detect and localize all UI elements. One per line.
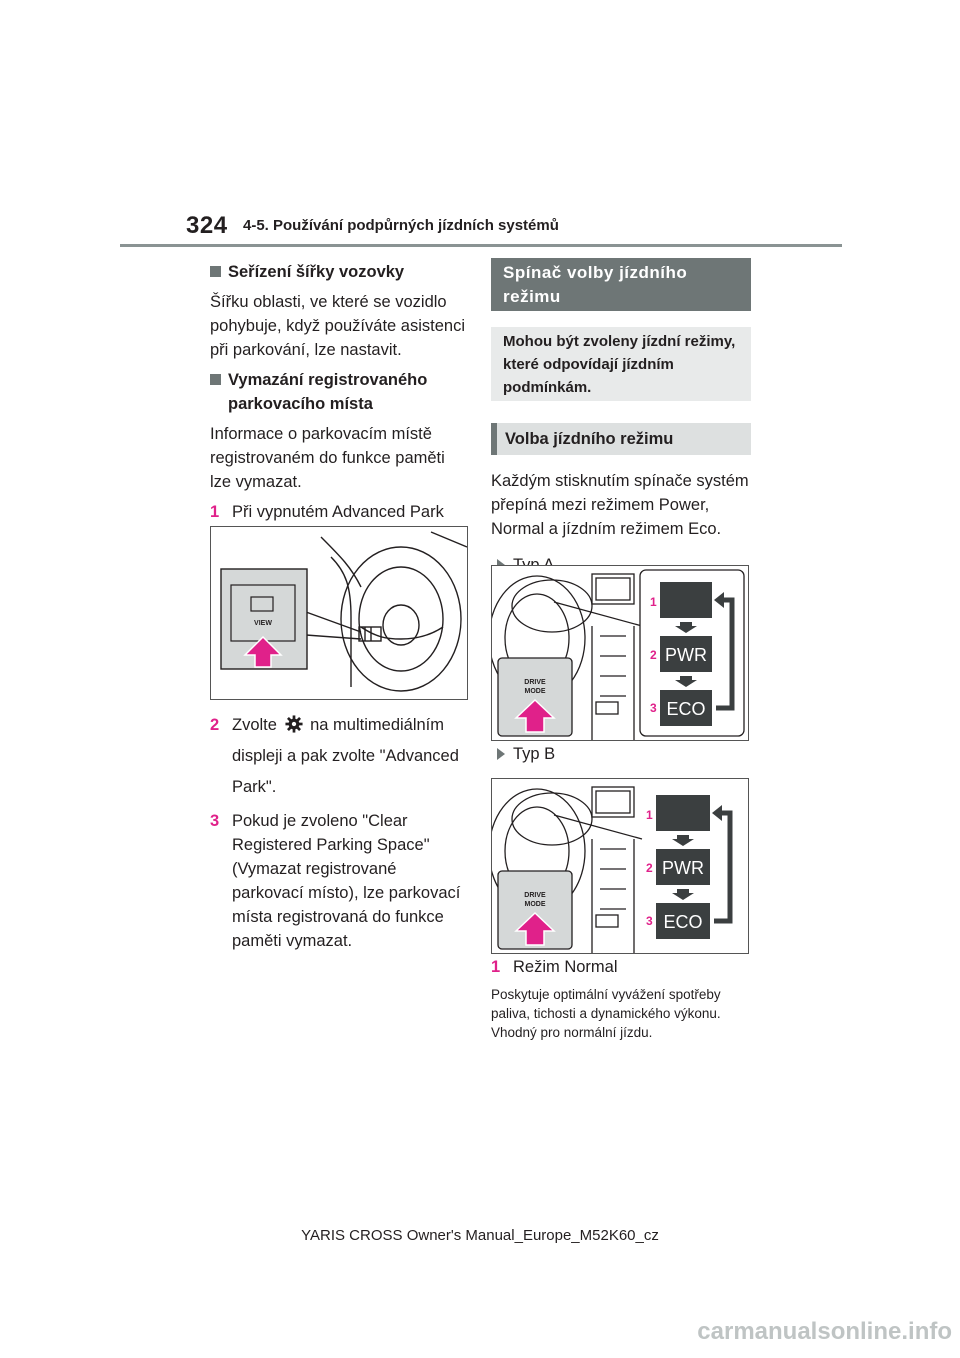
right-column: Spínač volby jízdního režimu Mohou být z…: [491, 258, 751, 577]
subheading-road-width: Seřízení šířky vozovky: [210, 260, 470, 284]
left-steps-continued: 2 Zvolte na multimediálním displeji a pa…: [210, 710, 472, 953]
footer: YARIS CROSS Owner's Manual_Europe_M52K60…: [301, 1227, 659, 1244]
drive-button-label: DRIVE: [524, 679, 546, 686]
mode-item-1-description: Poskytuje optimální vyvážení spotřeby pa…: [491, 987, 721, 1040]
camera-switch-illustration: VIEW: [220, 531, 467, 692]
gear-icon: [284, 715, 303, 733]
mode-1-label: 1: [646, 808, 653, 822]
eco-label: ECO: [663, 912, 702, 932]
square-bullet-icon: [210, 374, 221, 385]
mode-1-label: 1: [650, 595, 657, 609]
pwr-label: PWR: [662, 858, 704, 878]
arrow-down-icon: [672, 889, 694, 900]
arrow-up-icon: [243, 635, 283, 668]
heading-bar: [491, 423, 497, 455]
section-title: 4-5. Používání podpůrných jízdních systé…: [243, 217, 559, 234]
mode-item-1: 1 Režim Normal: [491, 958, 618, 976]
drive-mode-figure-b: DRIVE MODE 1 2 3 PWR ECO: [491, 778, 749, 954]
mode-descriptions: 1 Režim Normal Poskytuje optimální vyváž…: [491, 955, 753, 1042]
step-2: 2 Zvolte na multimediálním displeji a pa…: [210, 715, 459, 796]
normal-mode-indicator: [660, 582, 712, 618]
main-heading: Spínač volby jízdního režimu: [491, 258, 751, 311]
drive-mode-figure-a: DRIVE MODE 1 2 3 PWR ECO: [491, 565, 749, 741]
camera-switch-figure: VIEW: [210, 526, 468, 700]
type-b-label: Typ B: [491, 742, 555, 766]
sub-heading: Volba jízdního režimu: [491, 423, 751, 455]
mode-button-label: MODE: [525, 901, 546, 908]
mode-3-label: 3: [646, 914, 653, 928]
pwr-label: PWR: [665, 645, 707, 665]
arrow-up-icon: [514, 698, 556, 733]
pwr-mode-indicator: [660, 636, 712, 672]
page-number: 324: [186, 212, 228, 239]
view-button-label: VIEW: [254, 620, 272, 627]
normal-mode-indicator: [656, 795, 710, 831]
eco-mode-indicator: [656, 903, 710, 939]
header-rule: [120, 244, 842, 247]
arrow-up-icon: [514, 911, 556, 946]
arrow-left-icon: [712, 805, 722, 821]
subheading-clear-parking: Vymazání registrovaného parkovacího míst…: [210, 368, 470, 416]
arrow-down-icon: [675, 676, 697, 687]
mode-3-label: 3: [650, 701, 657, 715]
square-bullet-icon: [210, 266, 221, 277]
left-column: Seřízení šířky vozovky Šířku oblasti, ve…: [210, 254, 470, 548]
arrow-down-icon: [672, 835, 694, 846]
watermark: carmanualsonline.info: [697, 1318, 952, 1345]
arrow-down-icon: [675, 622, 697, 633]
road-width-text: Šířku oblasti, ve které se vozidlo pohyb…: [210, 293, 465, 359]
mode-button-label: MODE: [525, 688, 546, 695]
step-3: 3 Pokud je zvoleno "Clear Registered Par…: [210, 812, 461, 950]
drive-button-label: DRIVE: [524, 892, 546, 899]
arrow-left-icon: [714, 592, 724, 608]
mode-2-label: 2: [650, 648, 657, 662]
triangle-bullet-icon: [497, 748, 505, 760]
clear-parking-text: Informace o parkovacím místě registrovan…: [210, 425, 445, 491]
eco-label: ECO: [666, 699, 705, 719]
eco-mode-indicator: [660, 690, 712, 726]
pwr-mode-indicator: [656, 849, 710, 885]
mode-2-label: 2: [646, 861, 653, 875]
drive-mode-text: Každým stisknutím spínače systém přepíná…: [491, 472, 749, 538]
intro-box: Mohou být zvoleny jízdní režimy, které o…: [491, 327, 751, 401]
